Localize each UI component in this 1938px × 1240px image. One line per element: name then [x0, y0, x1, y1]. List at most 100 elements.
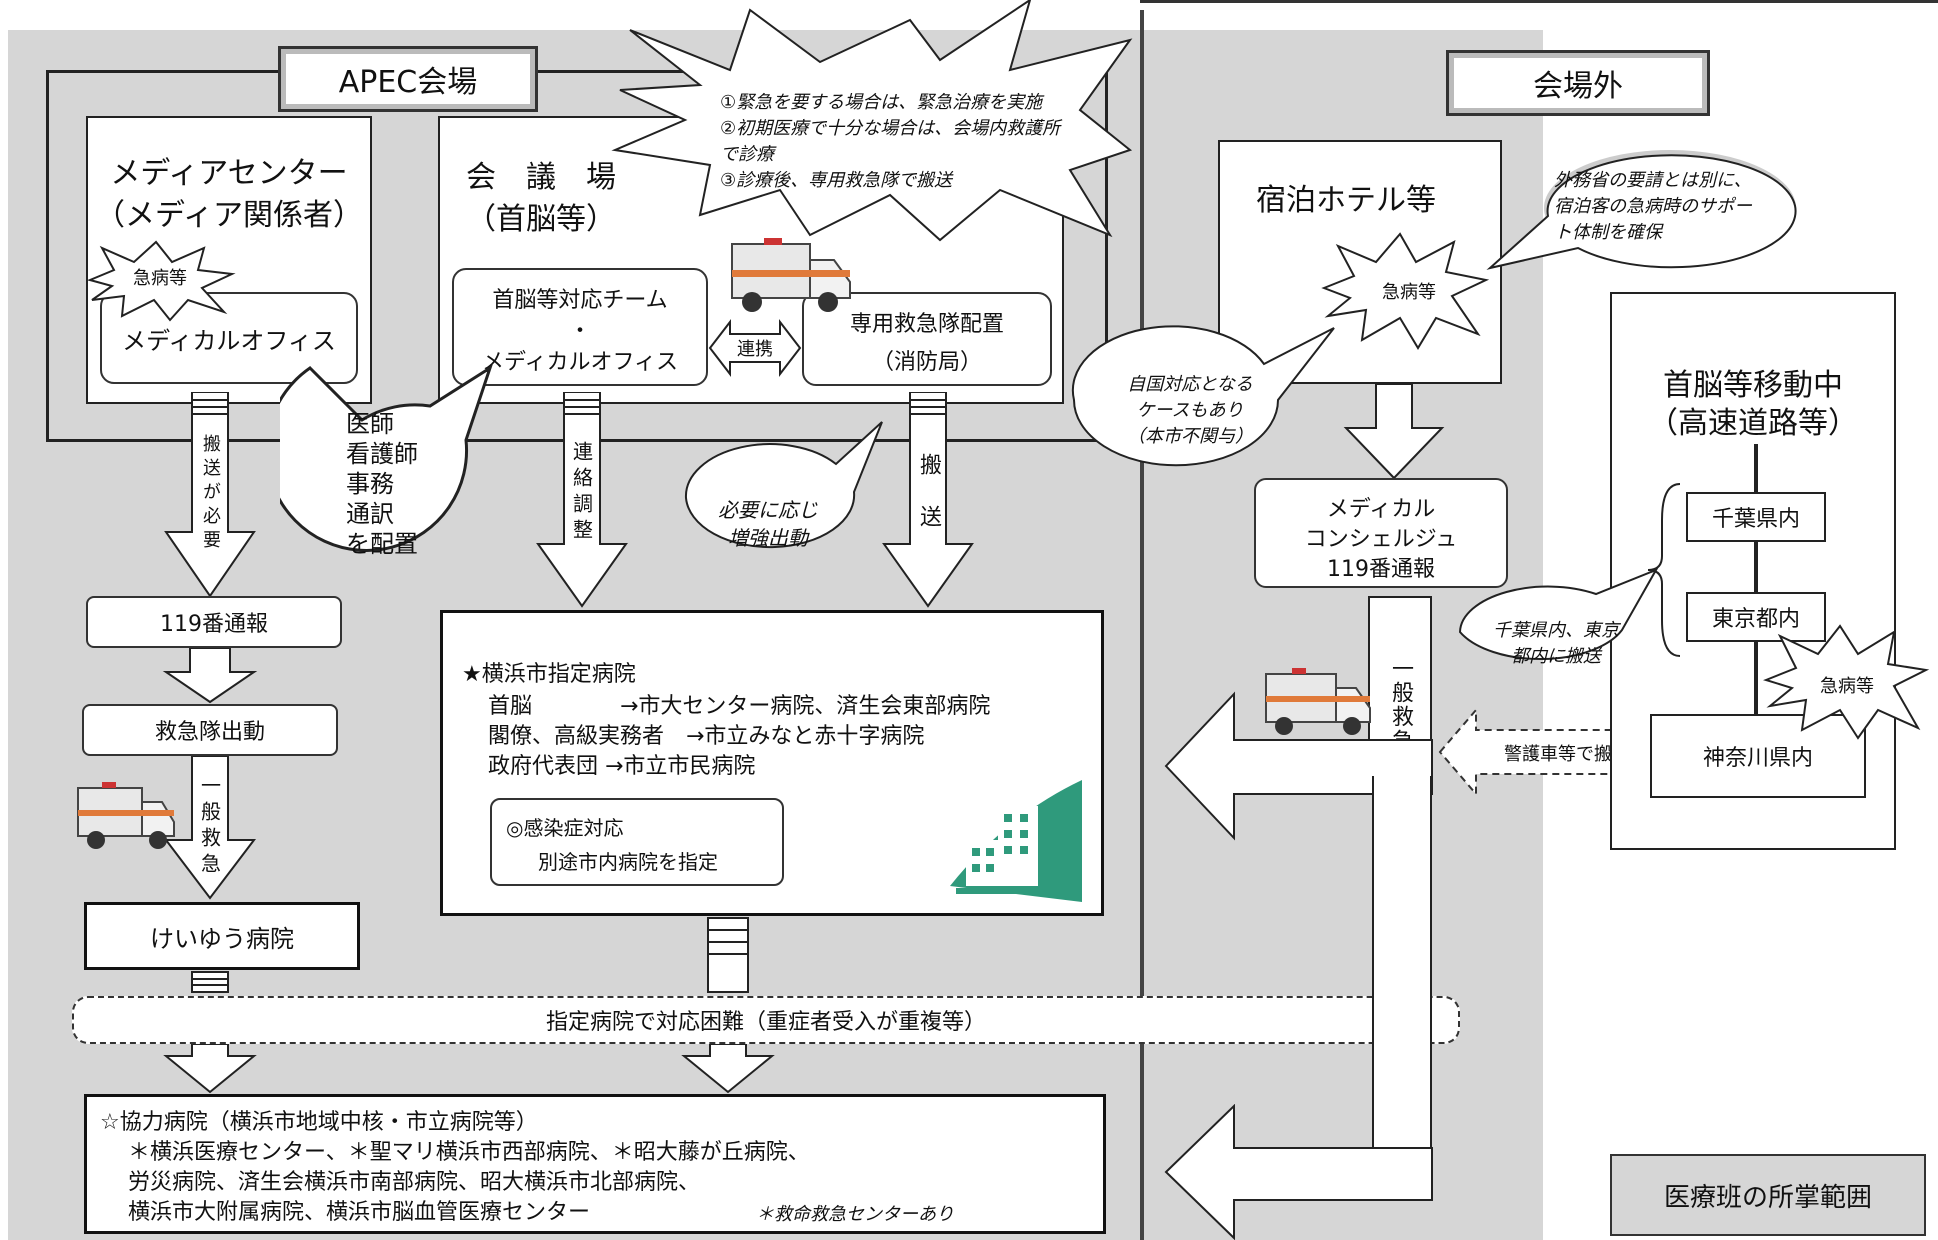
keiyu-hospital-box: けいゆう病院 — [84, 902, 360, 970]
staff-bubble-shape — [280, 364, 493, 552]
own-country-line1: 自国対応となる — [1127, 374, 1253, 395]
left-arrow-general — [163, 756, 257, 900]
designated-row-2: 閣僚、高級実務者 →市立みなと赤十字病院 — [488, 724, 925, 749]
concierge-line1: メディカル — [1326, 497, 1436, 522]
scope-label: 医療班の所掌範囲 — [1610, 1154, 1926, 1236]
middle-arrow-coordination — [536, 392, 628, 608]
ambulance-dispatch-box: 救急隊出動 — [82, 704, 338, 756]
cooperating-line1: ＊横浜医療センター、＊聖マリ横浜市西部病院、＊昭大藤が丘病院、 — [128, 1140, 810, 1165]
cooperating-note: ＊救命救急センターあり — [756, 1204, 954, 1225]
highway-emergency-tag: 急病等 — [1820, 676, 1874, 697]
difficulty-band: 指定病院で対応困難（重症者受入が重複等） — [72, 996, 1460, 1044]
infection-line2: 別途市内病院を指定 — [538, 850, 718, 874]
media-emergency-tag: 急病等 — [133, 268, 187, 289]
conference-hall-title: 会 議 場 — [466, 160, 616, 195]
staff-line1: 医師 — [346, 410, 394, 438]
burst-note-line2: ②初期医療で十分な場合は、会場内救護所 — [720, 118, 1061, 139]
escort-dashed-arrow — [1438, 707, 1663, 797]
transfer-line2: 都内に搬送 — [1511, 646, 1601, 667]
leaders-team-line1: 首脳等対応チーム — [492, 288, 668, 313]
infection-line1: ◎感染症対応 — [506, 816, 624, 840]
left-arrow-transport — [164, 392, 256, 598]
concierge-box: メディカル コンシェルジュ 119番通報 — [1254, 478, 1508, 588]
highway-title-line1: 首脳等移動中 — [1663, 368, 1843, 403]
designated-heading: ★横浜市指定病院 — [462, 662, 636, 687]
staff-line2: 看護師 — [346, 440, 418, 468]
hospital-building-icon — [950, 780, 1082, 902]
concierge-line3: 119番通報 — [1327, 557, 1435, 582]
middle-arrow-coordination-label: 連絡調整 — [569, 441, 594, 545]
left-arrow-general-label: 一般救急 — [197, 775, 222, 879]
reinforce-line1: 必要に応じ — [718, 497, 818, 522]
concierge-line2: コンシェルジュ — [1304, 527, 1458, 552]
dedicated-ambulance-line2: （消防局） — [871, 350, 982, 375]
stub-designated — [707, 917, 749, 993]
mofa-line2: 宿泊客の急病時のサポー — [1554, 196, 1752, 217]
dedicated-ambulance-box: 専用救急隊配置 （消防局） — [802, 292, 1052, 386]
reinforce-line2: 増強出動 — [728, 525, 808, 550]
ambulance-icon-right — [1265, 668, 1371, 735]
media-emergency-burst — [86, 240, 236, 322]
arrow-to-cooperating-left — [163, 1044, 257, 1094]
burst-note-line1: ①緊急を要する場合は、緊急治療を実施 — [720, 92, 1043, 113]
hotel-emergency-burst — [1321, 232, 1490, 350]
middle-arrow-transport-label: 搬送 — [916, 453, 941, 557]
media-center-subtitle: （メディア関係者） — [95, 198, 363, 233]
region-brace — [1647, 483, 1681, 657]
mofa-line3: ト体制を確保 — [1554, 222, 1662, 243]
burst-note-shape — [611, 0, 1133, 242]
big-left-arrow-upper — [1164, 691, 1433, 841]
leaders-team-box: 首脳等対応チーム ・ メディカルオフィス — [452, 268, 708, 386]
left-arrow-dispatch — [162, 648, 258, 704]
highway-emergency-burst — [1762, 624, 1930, 740]
hotel-emergency-tag: 急病等 — [1382, 282, 1436, 303]
staff-line5: を配置 — [346, 530, 418, 558]
own-country-line3: （本市不関与） — [1127, 426, 1253, 447]
own-country-bubble-shape — [1071, 325, 1335, 467]
hotel-arrow-down — [1343, 384, 1445, 480]
cooperating-line2: 労災病院、済生会横浜市南部病院、昭大横浜市北部病院、 — [128, 1170, 701, 1195]
ambulance-icon — [731, 238, 851, 312]
conference-hall-subtitle: （首脳等） — [466, 202, 616, 237]
mofa-line1: 外務省の要請とは別に、 — [1554, 170, 1752, 191]
media-office-box: メディカルオフィス — [100, 292, 358, 384]
call-119-box: 119番通報 — [86, 596, 342, 648]
cooperating-hospitals-box — [84, 1094, 1106, 1234]
staff-line4: 通訳 — [346, 500, 394, 528]
apec-venue-title: APEC会場 — [278, 46, 538, 112]
link-double-arrow — [708, 319, 802, 377]
stub-keiyu — [191, 971, 229, 993]
transfer-line1: 千葉県内、東京 — [1493, 620, 1619, 641]
dedicated-ambulance-line1: 専用救急隊配置 — [849, 312, 1004, 337]
burst-note-line4: ③診療後、専用救急隊で搬送 — [720, 170, 953, 191]
return-line — [1372, 776, 1432, 1152]
outside-venue-title: 会場外 — [1446, 50, 1710, 116]
left-arrow-transport-label: 搬送が必要 — [200, 434, 221, 554]
hotel-title: 宿泊ホテル等 — [1256, 183, 1436, 218]
leaders-team-line2: メディカルオフィス — [481, 350, 679, 375]
highway-route-line — [1754, 444, 1758, 714]
arrow-to-cooperating-mid — [681, 1044, 775, 1094]
kanagawa-box: 神奈川県内 — [1650, 714, 1866, 798]
highway-title-line2: （高速道路等） — [1648, 406, 1858, 441]
mofa-bubble-shape — [1486, 150, 1797, 270]
middle-arrow-transport — [882, 392, 974, 608]
general-emergency-label: 一般救急 — [1388, 657, 1413, 753]
cooperating-heading: ☆協力病院（横浜市地域中核・市立病院等） — [100, 1110, 538, 1135]
staff-line3: 事務 — [346, 470, 394, 498]
leaders-team-dot: ・ — [568, 319, 591, 344]
ambulance-icon-left — [77, 782, 175, 849]
media-center-title: メディアセンター — [110, 156, 348, 191]
chiba-box: 千葉県内 — [1686, 492, 1826, 542]
burst-note-line3: で診療 — [720, 144, 774, 165]
escort-label: 警護車等で搬送 — [1504, 744, 1630, 765]
center-divider — [1140, 10, 1144, 1240]
cooperating-line3: 横浜市大附属病院、横浜市脳血管医療センター — [128, 1200, 591, 1225]
transfer-bubble-shape — [1458, 568, 1659, 661]
reinforce-bubble-shape — [684, 421, 883, 549]
top-rule — [1140, 0, 1938, 3]
infection-box: ◎感染症対応 別途市内病院を指定 — [490, 798, 784, 886]
designated-row-3: 政府代表団 →市立市民病院 — [488, 754, 756, 779]
tokyo-box: 東京都内 — [1686, 592, 1826, 642]
big-left-arrow-lower — [1164, 1104, 1433, 1240]
